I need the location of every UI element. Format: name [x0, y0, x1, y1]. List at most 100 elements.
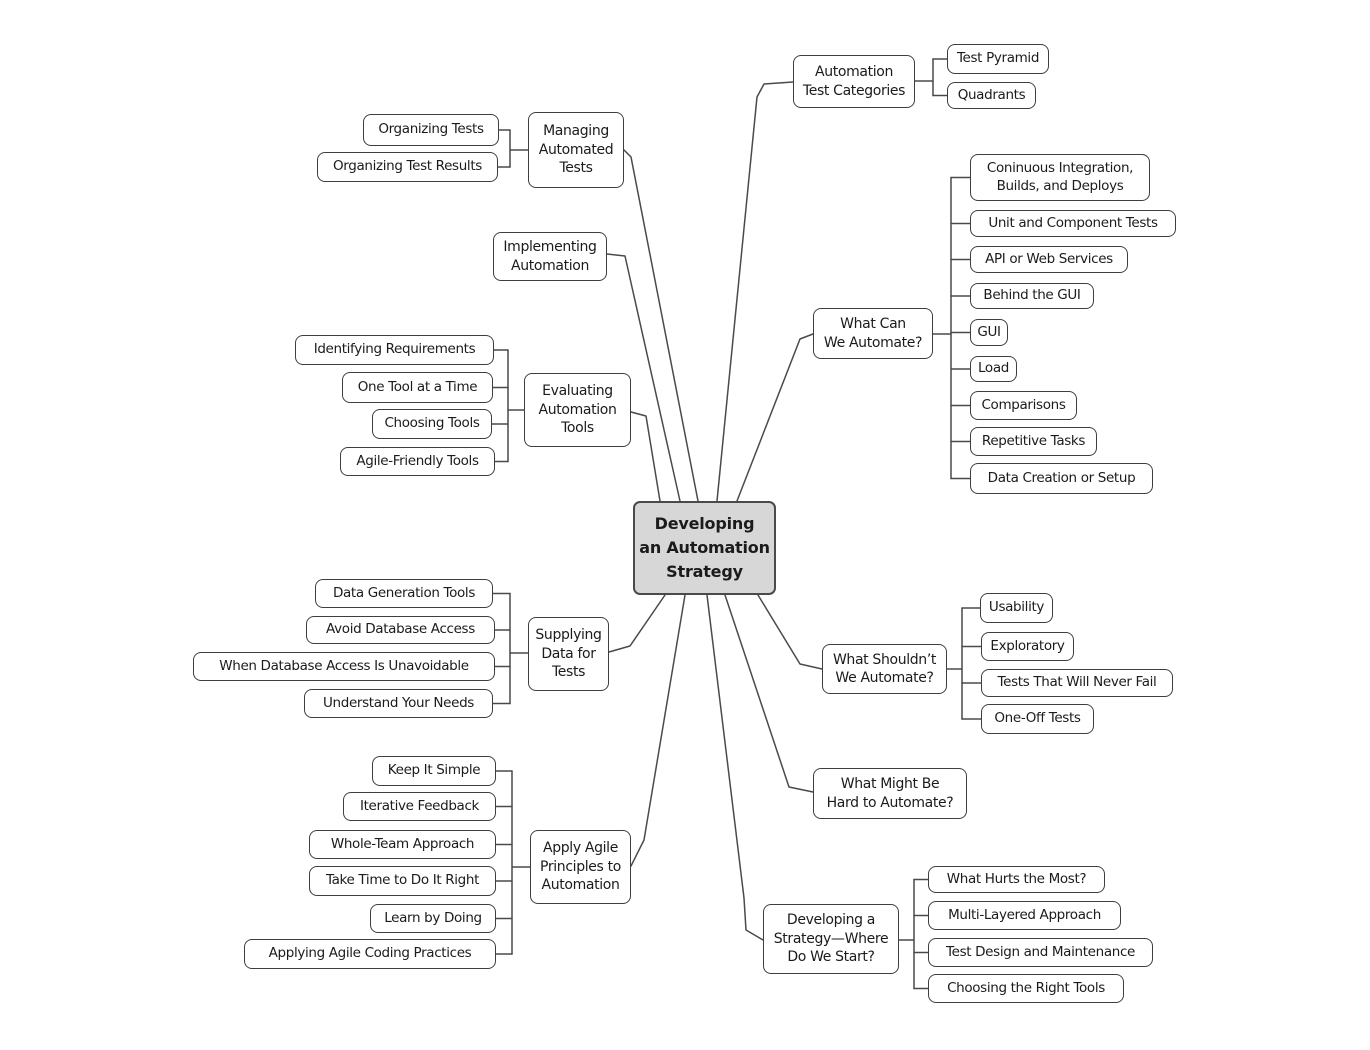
node-agile-friendly-tools: Agile-Friendly Tools — [340, 447, 495, 476]
node-whole-team-approach: Whole-Team Approach — [309, 830, 496, 859]
connector-line — [724, 594, 814, 793]
node-automation-test-categories-label: Automation Test Categories — [802, 64, 906, 99]
node-one-off-tests-label: One-Off Tests — [994, 710, 1081, 727]
node-understand-your-needs-label: Understand Your Needs — [323, 694, 474, 711]
node-keep-it-simple-label: Keep It Simple — [387, 762, 481, 779]
node-agile-friendly-tools-label: Agile-Friendly Tools — [356, 452, 479, 469]
node-choosing-the-right-tools-label: Choosing the Right Tools — [947, 979, 1105, 996]
node-gui: GUI — [970, 319, 1008, 346]
node-load-label: Load — [978, 360, 1009, 377]
node-managing-automated-tests-label: Managing Automated Tests — [538, 123, 614, 177]
node-organizing-tests-label: Organizing Tests — [378, 121, 484, 138]
node-take-time-to-do-it-right: Take Time to Do It Right — [309, 866, 496, 896]
node-behind-the-gui: Behind the GUI — [970, 283, 1094, 309]
node-unit-and-component-tests-label: Unit and Component Tests — [988, 214, 1158, 231]
node-continuous-integration-builds-deploys: Coninuous Integration, Builds, and Deplo… — [970, 154, 1150, 201]
node-what-might-be-hard-to-automate-label: What Might Be Hard to Automate? — [826, 776, 954, 811]
node-supplying-data-for-tests-label: Supplying Data for Tests — [535, 627, 602, 681]
connector-line — [757, 594, 823, 670]
node-test-design-and-maintenance: Test Design and Maintenance — [928, 938, 1153, 967]
node-implementing-automation: Implementing Automation — [493, 232, 607, 281]
node-learn-by-doing: Learn by Doing — [370, 904, 496, 933]
node-what-shouldnt-we-automate-label: What Shouldn’t We Automate? — [832, 651, 937, 686]
connector-line — [736, 333, 814, 502]
node-data-creation-or-setup: Data Creation or Setup — [970, 463, 1153, 494]
node-iterative-feedback-label: Iterative Feedback — [359, 797, 480, 814]
node-developing-a-strategy-where-do-we-start: Developing a Strategy—Where Do We Start? — [763, 904, 899, 974]
node-keep-it-simple: Keep It Simple — [372, 756, 496, 786]
node-repetitive-tasks-label: Repetitive Tasks — [981, 432, 1086, 449]
node-data-generation-tools-label: Data Generation Tools — [332, 584, 476, 601]
node-what-might-be-hard-to-automate: What Might Be Hard to Automate? — [813, 768, 967, 819]
node-implementing-automation-label: Implementing Automation — [503, 239, 597, 274]
node-multi-layered-approach-label: Multi-Layered Approach — [948, 906, 1101, 923]
node-api-or-web-services-label: API or Web Services — [985, 250, 1113, 267]
node-identifying-requirements-label: Identifying Requirements — [313, 341, 476, 358]
connector-line — [706, 594, 764, 941]
node-continuous-integration-builds-deploys-label: Coninuous Integration, Builds, and Deplo… — [986, 159, 1134, 194]
node-identifying-requirements: Identifying Requirements — [295, 335, 494, 365]
node-usability-label: Usability — [988, 599, 1045, 616]
node-automation-test-categories: Automation Test Categories — [793, 55, 915, 108]
node-evaluating-automation-tools-label: Evaluating Automation Tools — [538, 383, 617, 437]
node-organizing-test-results: Organizing Test Results — [317, 152, 498, 182]
node-avoid-database-access-label: Avoid Database Access — [326, 621, 475, 638]
node-managing-automated-tests: Managing Automated Tests — [528, 112, 624, 188]
connector-line — [608, 594, 666, 653]
node-one-tool-at-a-time-label: One Tool at a Time — [357, 378, 478, 395]
node-apply-agile-principles-to-automation: Apply Agile Principles to Automation — [530, 830, 631, 904]
node-choosing-tools: Choosing Tools — [372, 409, 492, 439]
node-data-creation-or-setup-label: Data Creation or Setup — [987, 469, 1136, 486]
node-one-tool-at-a-time: One Tool at a Time — [342, 372, 493, 403]
node-exploratory: Exploratory — [981, 632, 1074, 661]
connector-line — [716, 81, 794, 502]
node-comparisons: Comparisons — [970, 391, 1077, 420]
node-tests-that-will-never-fail: Tests That Will Never Fail — [981, 669, 1173, 697]
node-choosing-the-right-tools: Choosing the Right Tools — [928, 974, 1124, 1003]
connector-line — [630, 411, 661, 502]
node-exploratory-label: Exploratory — [990, 637, 1065, 654]
node-whole-team-approach-label: Whole-Team Approach — [330, 835, 475, 852]
node-api-or-web-services: API or Web Services — [970, 246, 1128, 273]
node-usability: Usability — [980, 593, 1053, 623]
node-when-database-access-is-unavoidable: When Database Access Is Unavoidable — [193, 652, 495, 681]
node-what-hurts-the-most-label: What Hurts the Most? — [946, 870, 1087, 887]
node-tests-that-will-never-fail-label: Tests That Will Never Fail — [997, 674, 1157, 691]
node-load: Load — [970, 356, 1017, 382]
node-evaluating-automation-tools: Evaluating Automation Tools — [524, 373, 631, 447]
node-quadrants-label: Quadrants — [957, 86, 1026, 103]
node-organizing-tests: Organizing Tests — [363, 114, 499, 146]
node-comparisons-label: Comparisons — [981, 396, 1066, 413]
node-applying-agile-coding-practices: Applying Agile Coding Practices — [244, 939, 496, 969]
node-developing-a-strategy-where-do-we-start-label: Developing a Strategy—Where Do We Start? — [773, 912, 889, 966]
node-gui-label: GUI — [977, 323, 1001, 340]
node-test-pyramid-label: Test Pyramid — [956, 50, 1040, 67]
node-behind-the-gui-label: Behind the GUI — [983, 287, 1081, 304]
node-test-design-and-maintenance-label: Test Design and Maintenance — [946, 943, 1135, 960]
node-what-hurts-the-most: What Hurts the Most? — [928, 866, 1105, 893]
node-repetitive-tasks: Repetitive Tasks — [970, 427, 1097, 456]
node-quadrants: Quadrants — [947, 82, 1036, 109]
node-what-can-we-automate-label: What Can We Automate? — [823, 316, 923, 351]
connector-line — [606, 253, 681, 502]
node-take-time-to-do-it-right-label: Take Time to Do It Right — [325, 872, 480, 889]
node-learn-by-doing-label: Learn by Doing — [384, 909, 482, 926]
node-when-database-access-is-unavoidable-label: When Database Access Is Unavoidable — [219, 657, 469, 674]
node-unit-and-component-tests: Unit and Component Tests — [970, 210, 1176, 237]
node-supplying-data-for-tests: Supplying Data for Tests — [528, 617, 609, 691]
node-data-generation-tools: Data Generation Tools — [315, 579, 493, 608]
connector-line — [623, 149, 699, 502]
node-developing-an-automation-strategy-label: Developing an Automation Strategy — [639, 514, 770, 581]
node-test-pyramid: Test Pyramid — [947, 44, 1049, 74]
node-iterative-feedback: Iterative Feedback — [343, 792, 496, 821]
node-choosing-tools-label: Choosing Tools — [384, 415, 480, 432]
node-what-can-we-automate: What Can We Automate? — [813, 308, 933, 359]
node-apply-agile-principles-to-automation-label: Apply Agile Principles to Automation — [540, 840, 621, 894]
node-what-shouldnt-we-automate: What Shouldn’t We Automate? — [822, 644, 947, 694]
node-avoid-database-access: Avoid Database Access — [306, 616, 495, 644]
node-understand-your-needs: Understand Your Needs — [304, 689, 493, 718]
node-multi-layered-approach: Multi-Layered Approach — [928, 901, 1121, 930]
